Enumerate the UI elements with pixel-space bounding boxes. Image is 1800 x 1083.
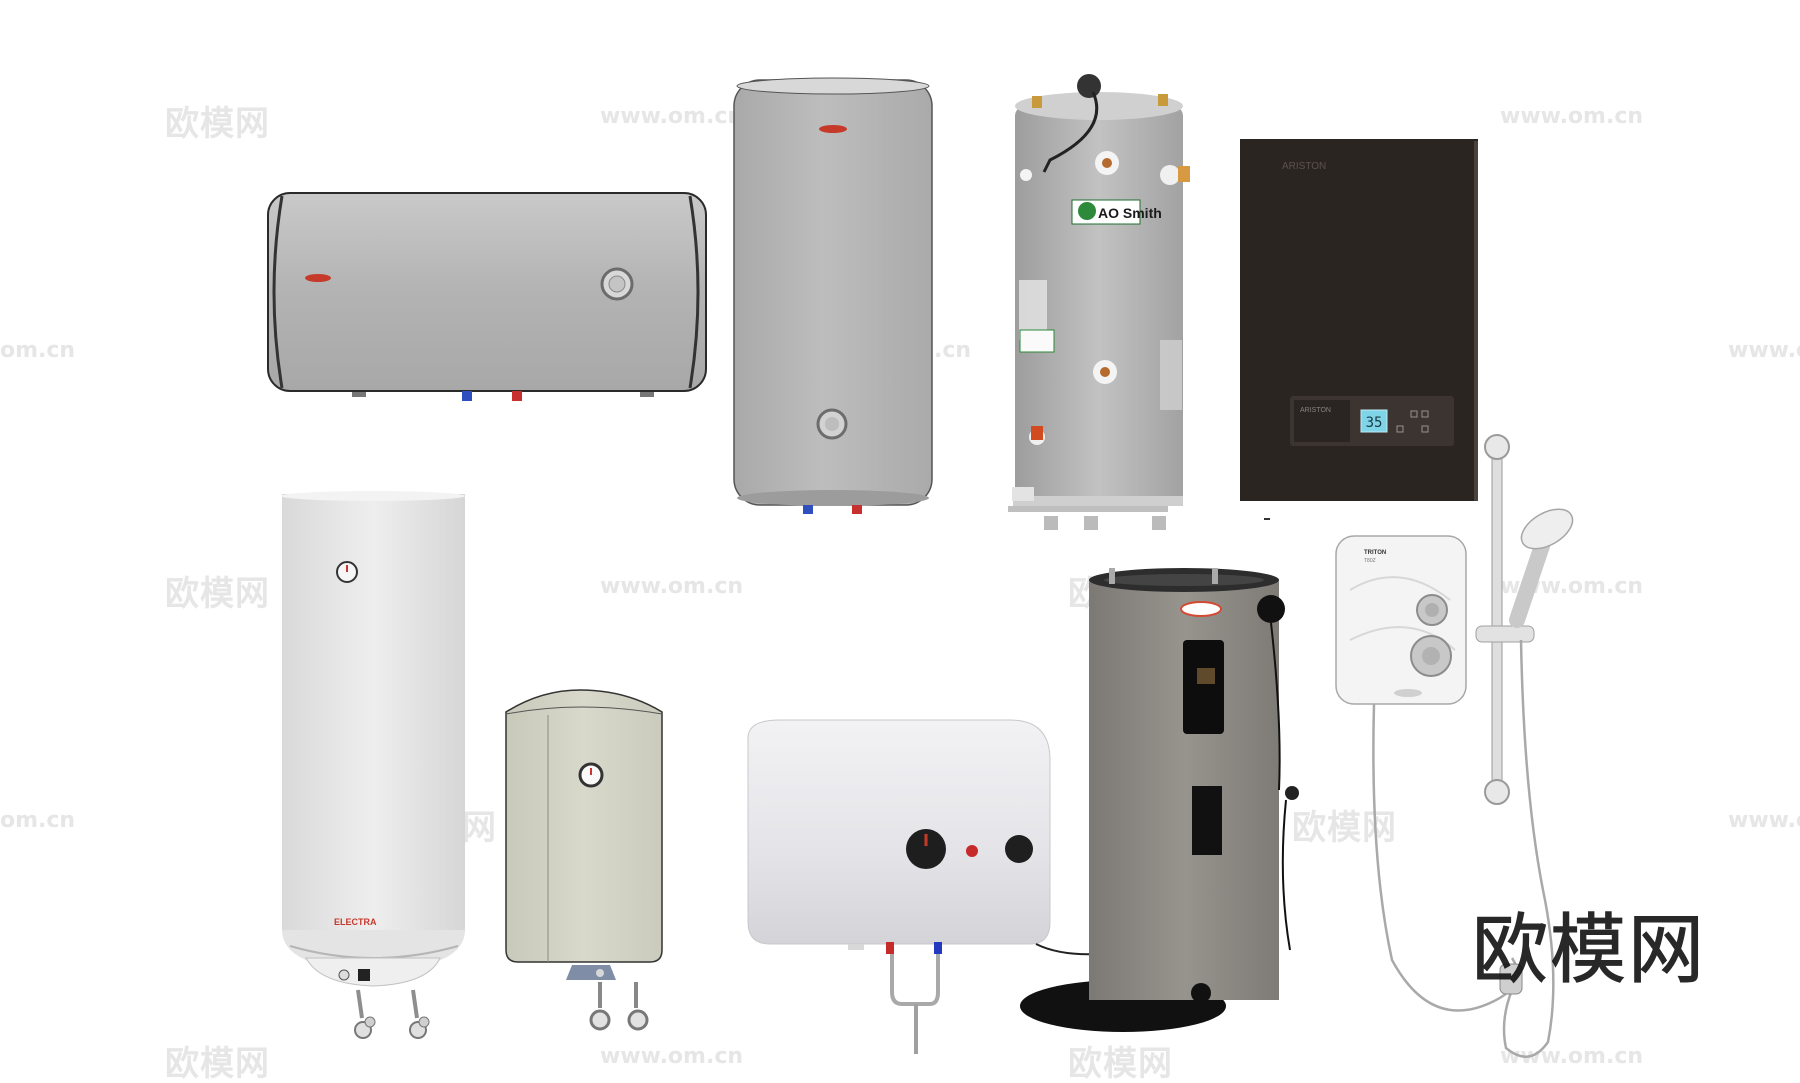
- watermark-url: www.c: [1728, 808, 1800, 833]
- temperature-display: 35: [1366, 415, 1383, 431]
- watermark-text: 欧模网: [1068, 1044, 1173, 1083]
- ariston-top-label: ARISTON: [1282, 161, 1326, 172]
- watermark-url: www.c: [1728, 338, 1800, 363]
- watermark-text: 欧模网: [165, 574, 270, 614]
- vertical-grey-tank: [733, 77, 933, 514]
- watermark-url: www.om.cn: [600, 104, 744, 129]
- tall-grey-floor-tank: [1020, 568, 1299, 1032]
- watermark-url: www.om.cn: [600, 574, 744, 599]
- triton-model: T80Z: [1364, 558, 1376, 564]
- watermark-url: om.cn: [0, 338, 76, 363]
- ao-smith-label: AO Smith: [1098, 205, 1162, 221]
- dark-wall-unit: ARISTON ARISTON 35: [1240, 139, 1478, 501]
- watermark-text: 欧模网: [1292, 808, 1397, 848]
- watermark-text: 欧模网: [165, 1044, 270, 1083]
- watermark-url: www.om.cn: [600, 1044, 744, 1069]
- electric-shower: TRITON T80Z: [1335, 434, 1574, 1058]
- watermark-url: om.cn: [0, 808, 76, 833]
- triton-logo: TRITON: [1364, 550, 1386, 556]
- white-horizontal-tank: [747, 719, 1101, 1054]
- tall-white-tank: ELECTRA: [281, 491, 465, 1039]
- omodel-logo: 欧模网: [1472, 905, 1706, 995]
- horizontal-grey-tank: [267, 192, 707, 401]
- watermark-url: www.om.cn: [1500, 104, 1644, 129]
- electra-logo: ELECTRA: [334, 917, 377, 927]
- commercial-tank: AO Smith: [1008, 74, 1190, 530]
- ariston-panel-label: ARISTON: [1300, 407, 1331, 414]
- watermark-text: 欧模网: [165, 104, 270, 144]
- beige-round-tank: [505, 689, 663, 1031]
